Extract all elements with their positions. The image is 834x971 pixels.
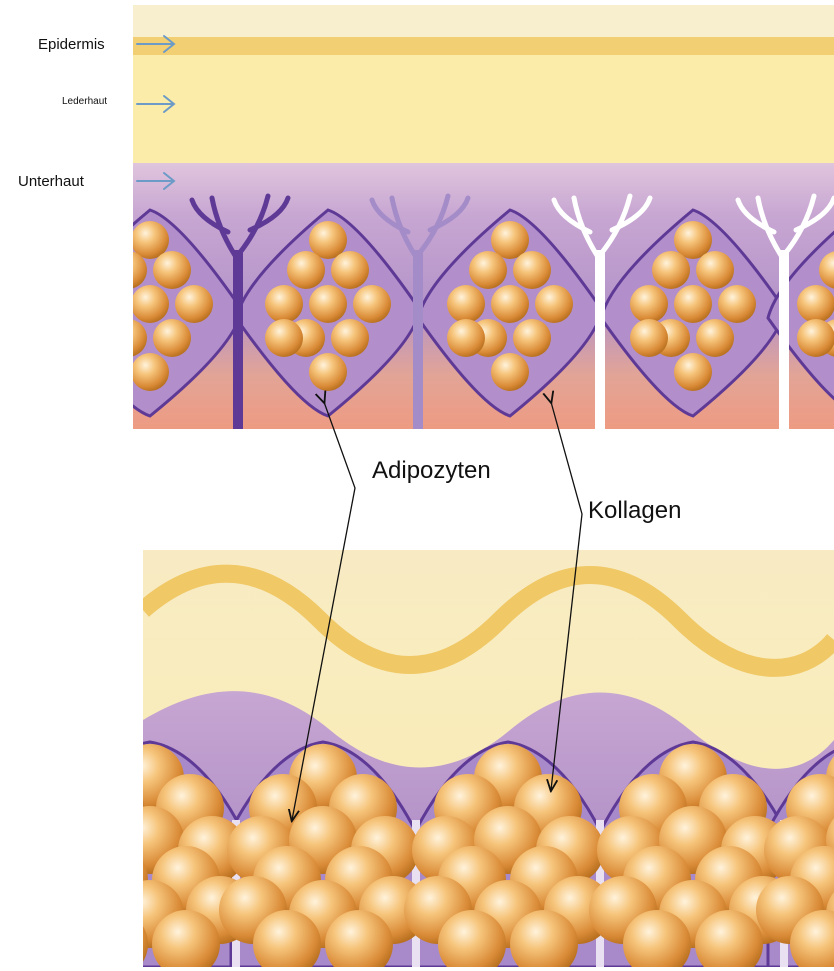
adipocyte xyxy=(797,319,834,357)
septum-stem xyxy=(413,250,423,430)
adipocyte xyxy=(491,353,529,391)
adipocyte xyxy=(175,285,213,323)
adipocyte xyxy=(652,251,690,289)
adipocyte xyxy=(331,319,369,357)
adipocyte xyxy=(513,319,551,357)
adipocyte xyxy=(630,285,668,323)
septum-stem xyxy=(779,250,789,430)
bottom-panel-enlarged-fat xyxy=(46,550,834,971)
septum-stem xyxy=(233,250,243,430)
adipocyte xyxy=(331,251,369,289)
adipocyte xyxy=(447,319,485,357)
adipocyte xyxy=(696,319,734,357)
adipocyte xyxy=(718,285,756,323)
adipocyte xyxy=(447,285,485,323)
adipocyte xyxy=(309,285,347,323)
adipocyte xyxy=(469,251,507,289)
lederhaut-label: Lederhaut xyxy=(62,96,107,107)
adipocyte xyxy=(109,251,147,289)
adipocyte-large xyxy=(76,774,144,842)
adipocyte xyxy=(131,285,169,323)
adipocyte-large xyxy=(80,910,148,971)
unterhaut-label: Unterhaut xyxy=(18,173,84,190)
epidermis-band xyxy=(133,37,834,55)
epidermis-label: Epidermis xyxy=(38,36,105,53)
adipocyte xyxy=(491,285,529,323)
adipocyte-large xyxy=(46,876,114,944)
adipocyte xyxy=(674,285,712,323)
top-panel-normal-skin xyxy=(58,5,834,430)
adipocyte xyxy=(87,319,125,357)
adipocyte xyxy=(513,251,551,289)
adipocyte xyxy=(309,353,347,391)
adipocyte xyxy=(630,319,668,357)
adipocyte xyxy=(535,285,573,323)
adipocyte-large xyxy=(80,846,148,914)
adipocyte-large xyxy=(54,816,122,884)
septum-stem xyxy=(595,250,605,430)
kollagen-label: Kollagen xyxy=(588,497,681,525)
adipocyte xyxy=(87,285,125,323)
adipocyte xyxy=(153,319,191,357)
adipocyte xyxy=(153,251,191,289)
lederhaut-layer xyxy=(133,55,834,163)
adipocyte xyxy=(674,353,712,391)
adipocyte xyxy=(109,319,147,357)
adipocyte xyxy=(353,285,391,323)
skin-surface xyxy=(133,5,834,37)
adipocyte xyxy=(131,353,169,391)
adipocyte xyxy=(287,251,325,289)
adipocyte xyxy=(265,319,303,357)
adipocyte xyxy=(265,285,303,323)
adipocyte xyxy=(696,251,734,289)
adipozyten-label: Adipozyten xyxy=(372,457,491,485)
adipocyte xyxy=(797,285,834,323)
